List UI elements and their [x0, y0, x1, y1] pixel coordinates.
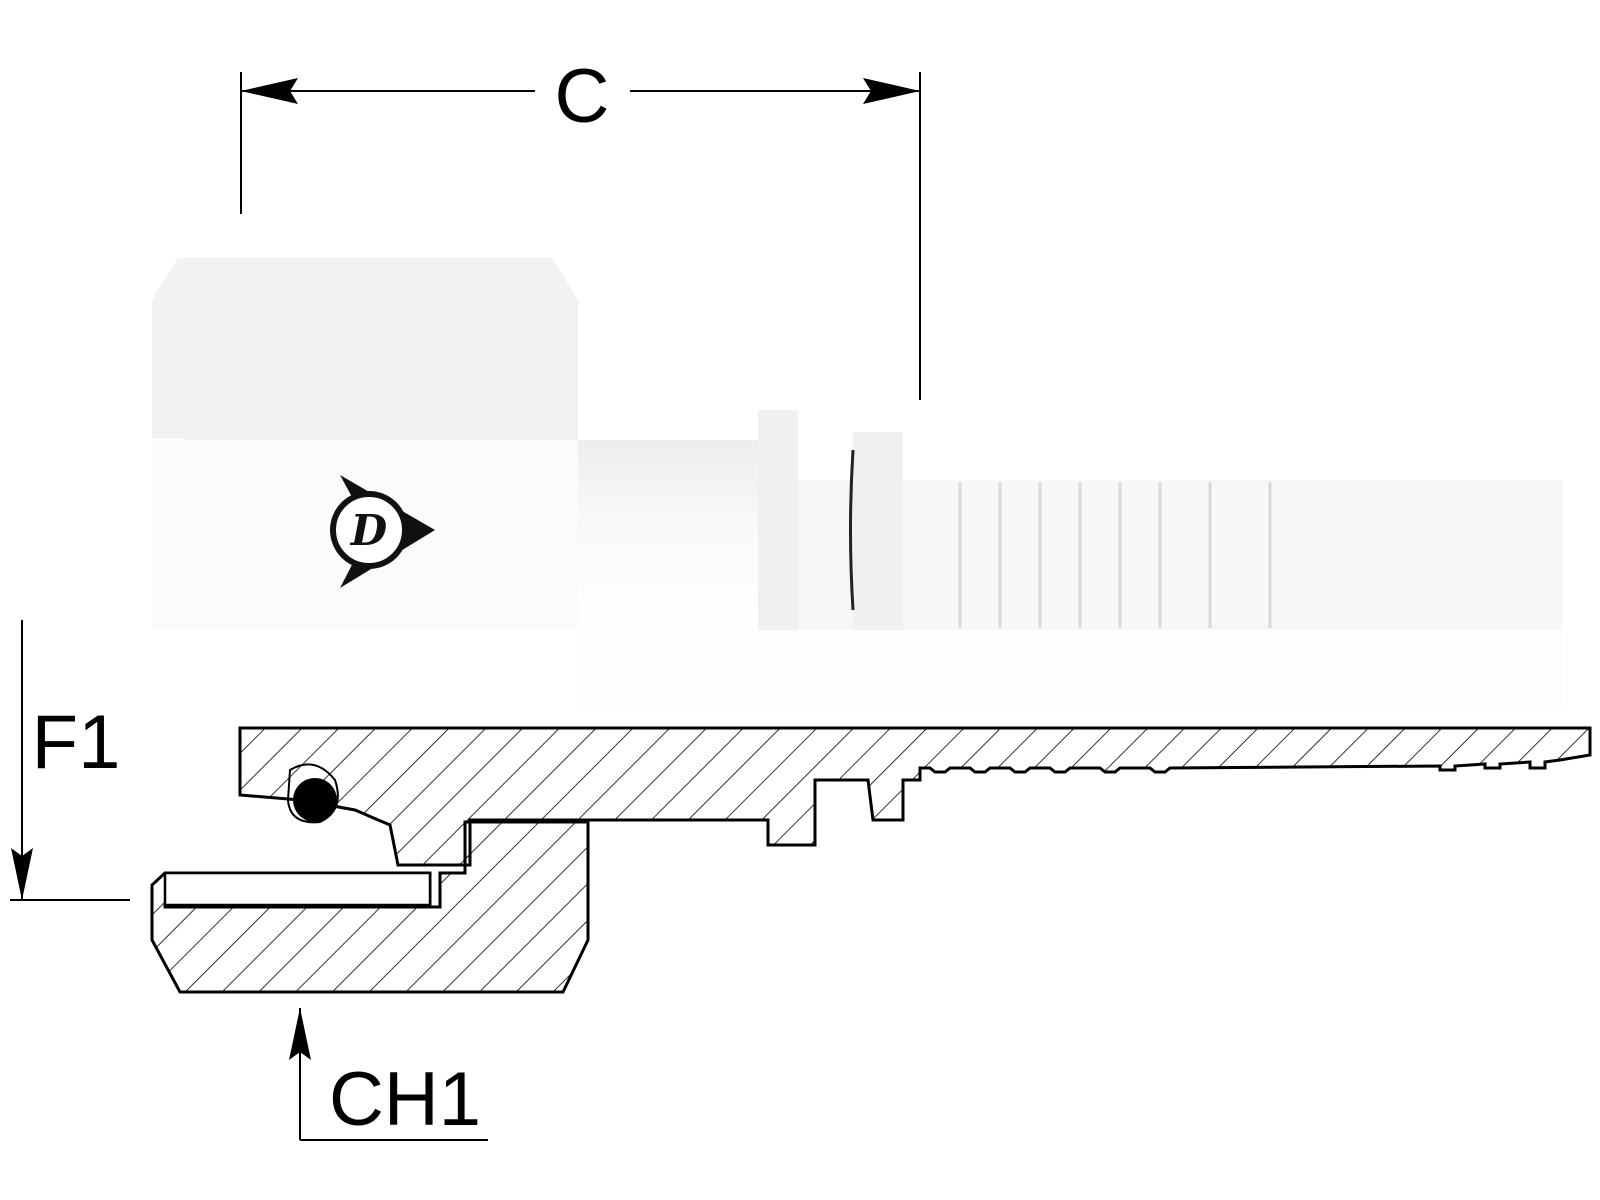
- barb-grooves: [958, 482, 1272, 628]
- arrowhead-down: [11, 848, 33, 900]
- arrowhead-right: [863, 78, 920, 104]
- logo-letter: D: [350, 506, 388, 555]
- dimension-label-c: C: [555, 54, 610, 139]
- o-ring-seal: [286, 763, 339, 824]
- dimension-ch1: CH1: [289, 1008, 488, 1142]
- nut-external-view: [152, 258, 578, 630]
- dimension-label-ch1: CH1: [329, 1057, 481, 1142]
- arrowhead-up: [289, 1008, 311, 1060]
- nut-section: [150, 820, 590, 994]
- arrowhead-left: [241, 78, 298, 104]
- dimension-f1: F1: [10, 620, 130, 901]
- nut-bore: [163, 871, 432, 907]
- stem-section: [238, 726, 1592, 867]
- dimension-c: C: [240, 54, 921, 400]
- stem-external-view: [578, 410, 1563, 710]
- dimension-label-f1: F1: [32, 700, 121, 785]
- dunlop-logo: D: [330, 475, 435, 588]
